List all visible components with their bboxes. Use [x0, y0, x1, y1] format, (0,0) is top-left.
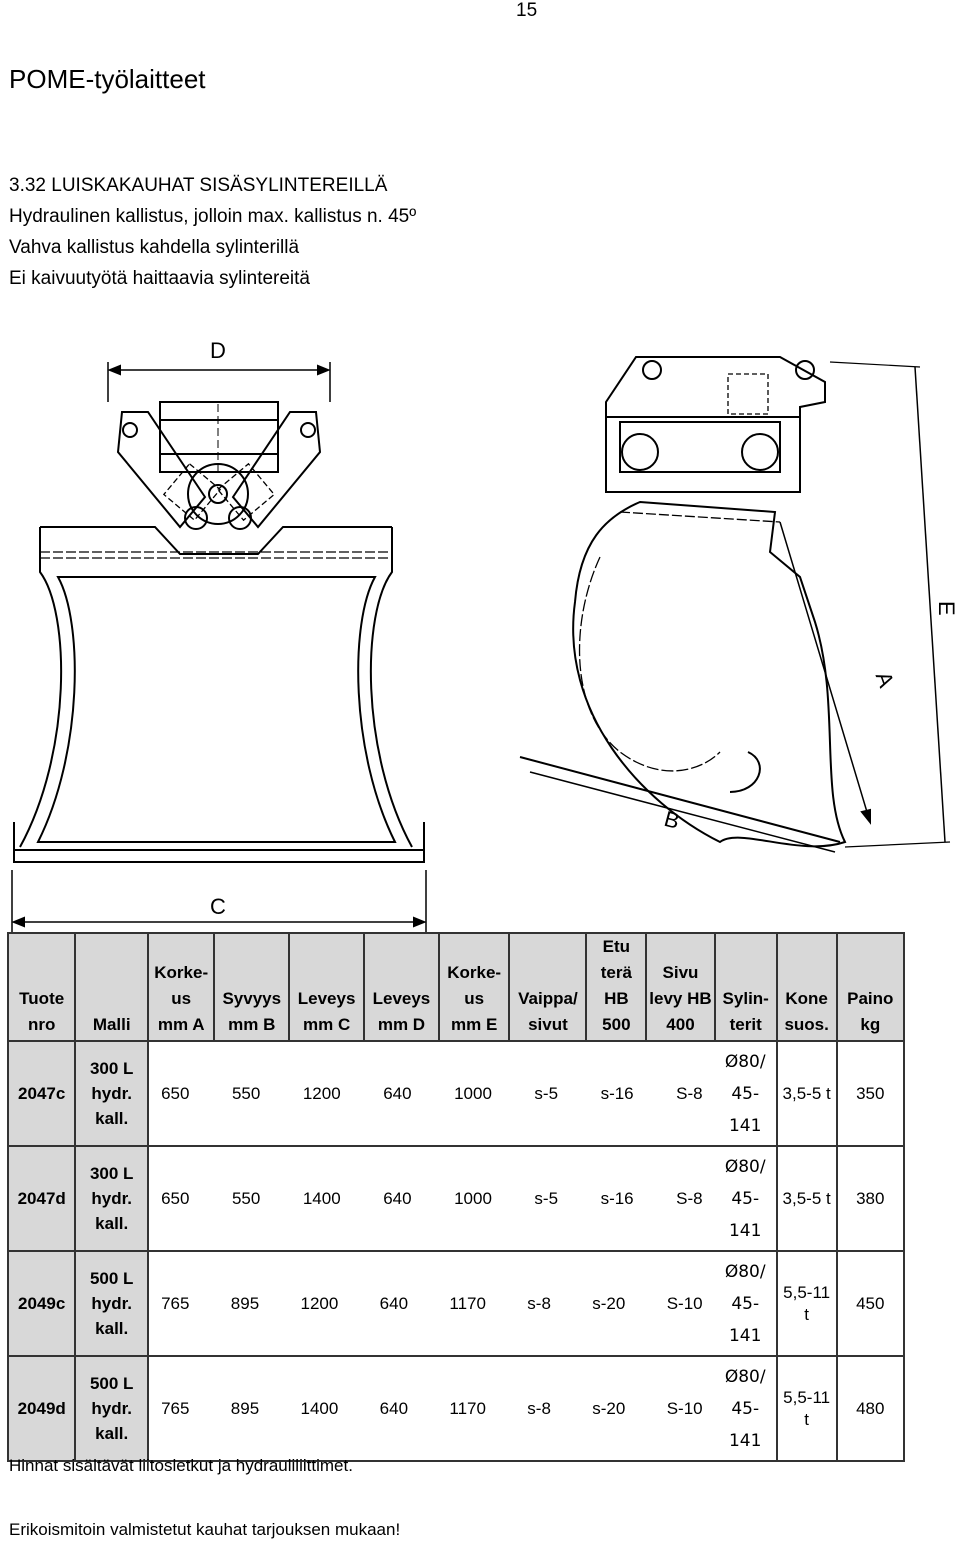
cell-cylinders: Ø80/45-141	[714, 1250, 778, 1357]
cell-value: 1400	[302, 1188, 341, 1208]
cell-value: s-5	[534, 1188, 559, 1208]
cell-value: 1000	[454, 1188, 492, 1208]
cell-value: 1200	[300, 1293, 339, 1313]
cell-value: 1170	[449, 1293, 486, 1313]
cell-value: 550	[231, 1188, 261, 1208]
cell-cylinders: Ø80/45-141	[714, 1040, 778, 1147]
cell-value: 1170	[449, 1398, 486, 1418]
dimension-label-c: C	[210, 894, 226, 919]
cell-value: s-20	[592, 1398, 626, 1418]
cell-value: 640	[379, 1293, 409, 1313]
intro-line: Vahva kallistus kahdella sylinterillä	[9, 237, 300, 258]
footnote-prices: Hinnat sisältävät liitosletkut ja hydrau…	[9, 1456, 353, 1475]
cell-value: S-10	[666, 1398, 703, 1418]
dimension-label-d: D	[210, 338, 226, 363]
cell-value: s-20	[592, 1293, 626, 1313]
cell-cylinders: Ø80/45-141	[714, 1355, 778, 1462]
cell-value: 640	[383, 1083, 412, 1103]
intro-heading: 3.32 LUISKAKAUHAT SISÄSYLINTEREILLÄ	[9, 175, 388, 196]
cell-value: 1200	[302, 1083, 341, 1103]
cell-value: s-5	[534, 1083, 559, 1103]
dimension-label-a: A	[871, 668, 900, 691]
intro-text: 3.32 LUISKAKAUHAT SISÄSYLINTEREILLÄ Hydr…	[9, 170, 416, 294]
cell-value: S-10	[666, 1293, 703, 1313]
cell-value: 1000	[454, 1083, 492, 1103]
cell-nro: 2047c	[6, 1040, 77, 1147]
cell-value: S-8	[676, 1188, 703, 1208]
dimension-label-b: B	[662, 806, 683, 834]
cell-value: 650	[161, 1188, 190, 1208]
cell-values: 765 895 1200 640 1170 s-8 s-20 S-10	[147, 1250, 715, 1357]
cell-nro: 2047d	[6, 1145, 77, 1252]
cell-paino: 350	[835, 1040, 906, 1147]
cell-paino: 480	[835, 1355, 906, 1462]
cell-value: 650	[161, 1083, 190, 1103]
cell-cylinders: Ø80/45-141	[714, 1145, 778, 1252]
cell-value: S-8	[676, 1083, 703, 1103]
footnote-custom: Erikoismitoin valmistetut kauhat tarjouk…	[9, 1520, 401, 1539]
intro-line: Ei kaivuutyötä haittaavia sylintereitä	[9, 268, 310, 289]
dimension-label-e: E	[934, 601, 959, 616]
cell-value: s-16	[600, 1083, 634, 1103]
header-vaippa: Vaippa/sivut	[508, 932, 588, 1042]
cell-kone: 3,5-5 t	[775, 1040, 838, 1147]
header-sylinterit: Sylin-terit	[713, 932, 778, 1042]
cell-nro: 2049d	[6, 1355, 77, 1462]
cell-value: s-16	[600, 1188, 634, 1208]
page-number: 15	[516, 0, 538, 21]
cell-value: s-8	[527, 1398, 551, 1418]
cell-nro: 2049c	[6, 1250, 77, 1357]
page-title: POME-työlaitteet	[9, 64, 206, 94]
cell-value: 550	[231, 1083, 261, 1103]
cell-value: 1400	[300, 1398, 339, 1418]
cell-value: 895	[230, 1293, 260, 1313]
cell-values: 765 895 1400 640 1170 s-8 s-20 S-10	[147, 1355, 715, 1462]
cell-value: 895	[230, 1398, 260, 1418]
cell-paino: 380	[835, 1145, 906, 1252]
cell-values: 650 550 1400 640 1000 s-5 s-16 S-8	[147, 1145, 715, 1252]
cell-values: 650 550 1200 640 1000 s-5 s-16 S-8	[147, 1040, 715, 1147]
cell-value: 640	[379, 1398, 409, 1418]
cell-paino: 450	[835, 1250, 906, 1357]
cell-value: 765	[161, 1398, 190, 1418]
header-malli: Malli	[74, 932, 150, 1042]
intro-line: Hydraulinen kallistus, jolloin max. kall…	[9, 206, 417, 227]
cell-value: 765	[161, 1293, 190, 1313]
cell-kone: 3,5-5 t	[775, 1145, 838, 1252]
cell-value: 640	[383, 1188, 412, 1208]
bucket-drawing: D C A B E	[11, 338, 959, 932]
cell-value: s-8	[527, 1293, 551, 1313]
